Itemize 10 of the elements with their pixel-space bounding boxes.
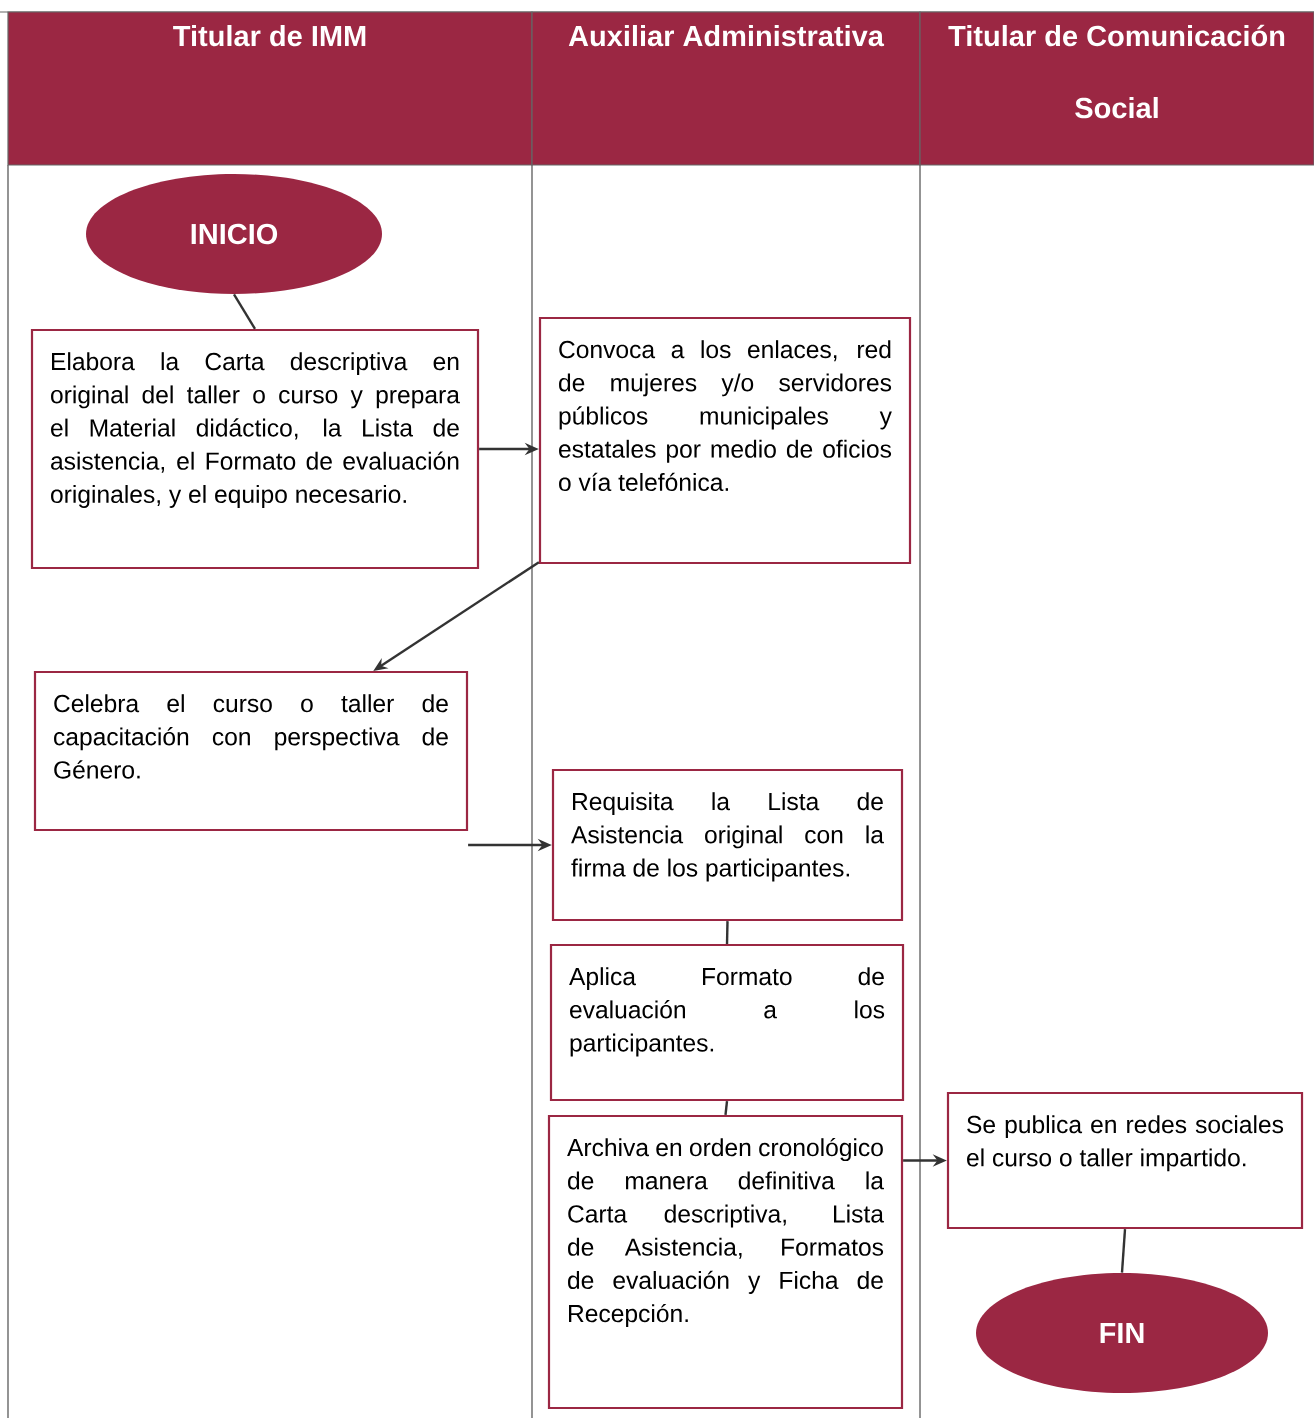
lane-header: Titular de IMM [7,11,533,166]
process-box: Se publica en redes sociales el curso o taller impartido. [946,1091,1304,1230]
process-box: Convoca a los enlaces, red de mujeres y/o servidores públicos municipales y estatales por medio de oficios o vía telefónica. [538,316,912,565]
lane-header: Auxiliar Administrativa [531,11,921,166]
process-box: Elabora la Carta descriptiva en original del taller o curso y prepara el Material didáctico, la Lista de asistencia, el Formato de evaluación originales, y el equipo necesario. [30,328,480,570]
process-box: Requisita la Lista de Asistencia original con la firma de los participantes. [551,768,904,922]
process-box: Archiva en orden cronológico de manera definitiva la Carta descriptiva, Lista de Asistencia, Formatos de evaluación y Ficha de Recepción. [547,1114,904,1410]
process-box: Aplica Formato de evaluación a los participantes. [549,943,905,1102]
lane-header: Titular de Comunicación Social [919,11,1314,166]
process-box: Celebra el curso o taller de capacitación con perspectiva de Género. [33,670,469,832]
